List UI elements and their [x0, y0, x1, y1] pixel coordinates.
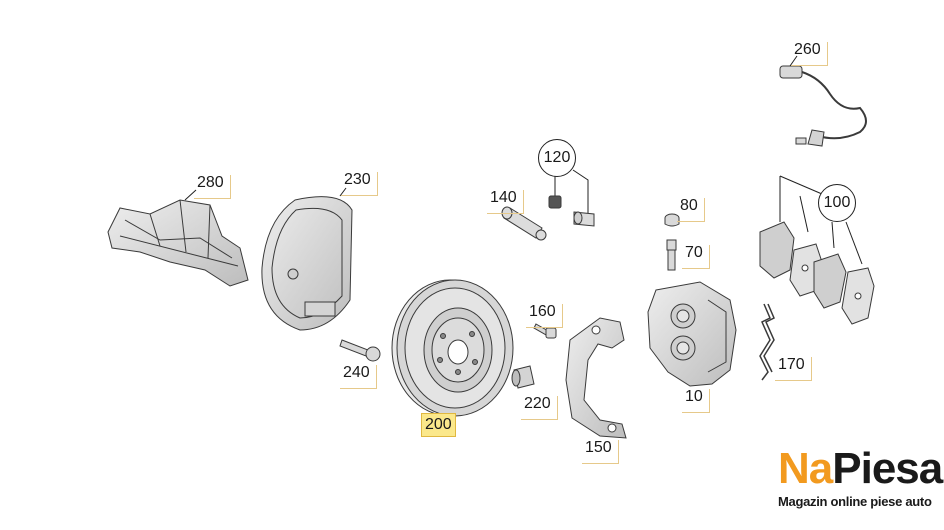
label-170[interactable]: 170 [775, 355, 812, 381]
logo-brand-na: Na [778, 444, 833, 493]
napiesa-logo[interactable]: NaPiesa Magazin online piese auto [778, 444, 943, 516]
label-70[interactable]: 70 [682, 243, 710, 269]
label-280[interactable]: 280 [194, 173, 231, 199]
part-100-brake-pads[interactable] [759, 221, 875, 325]
part-170-spring-clip[interactable] [759, 303, 775, 381]
part-150-caliper-bracket[interactable] [565, 317, 627, 439]
part-10-caliper[interactable] [647, 281, 737, 387]
logo-brand: NaPiesa [778, 444, 943, 493]
label-100[interactable]: 100 [818, 184, 856, 222]
part-70-bleeder[interactable] [666, 239, 677, 271]
label-160[interactable]: 160 [526, 302, 563, 328]
label-260[interactable]: 260 [791, 40, 828, 66]
label-240[interactable]: 240 [340, 363, 377, 389]
logo-tagline: Magazin online piese auto [778, 494, 932, 509]
label-80[interactable]: 80 [677, 196, 705, 222]
label-10[interactable]: 10 [682, 387, 710, 413]
part-220-sleeve[interactable] [511, 365, 535, 389]
part-200-brake-disc[interactable] [391, 279, 514, 417]
part-230-dust-shield[interactable] [261, 196, 353, 331]
label-150[interactable]: 150 [582, 438, 619, 464]
part-140-guide-pin[interactable] [501, 206, 547, 241]
label-220[interactable]: 220 [521, 394, 558, 420]
part-280-shield[interactable] [107, 199, 249, 287]
label-230[interactable]: 230 [341, 170, 378, 196]
label-140[interactable]: 140 [487, 188, 524, 214]
part-260-wear-sensor[interactable] [779, 65, 867, 147]
label-200-highlighted[interactable]: 200 [421, 413, 456, 437]
part-80-cap[interactable] [664, 213, 680, 227]
label-120[interactable]: 120 [538, 139, 576, 177]
logo-brand-piesa: Piesa [832, 444, 943, 493]
part-100-leaders [779, 175, 863, 265]
part-120-bushings[interactable] [548, 195, 595, 227]
part-240-bolt[interactable] [339, 339, 381, 362]
part-120-leaders [554, 169, 589, 214]
